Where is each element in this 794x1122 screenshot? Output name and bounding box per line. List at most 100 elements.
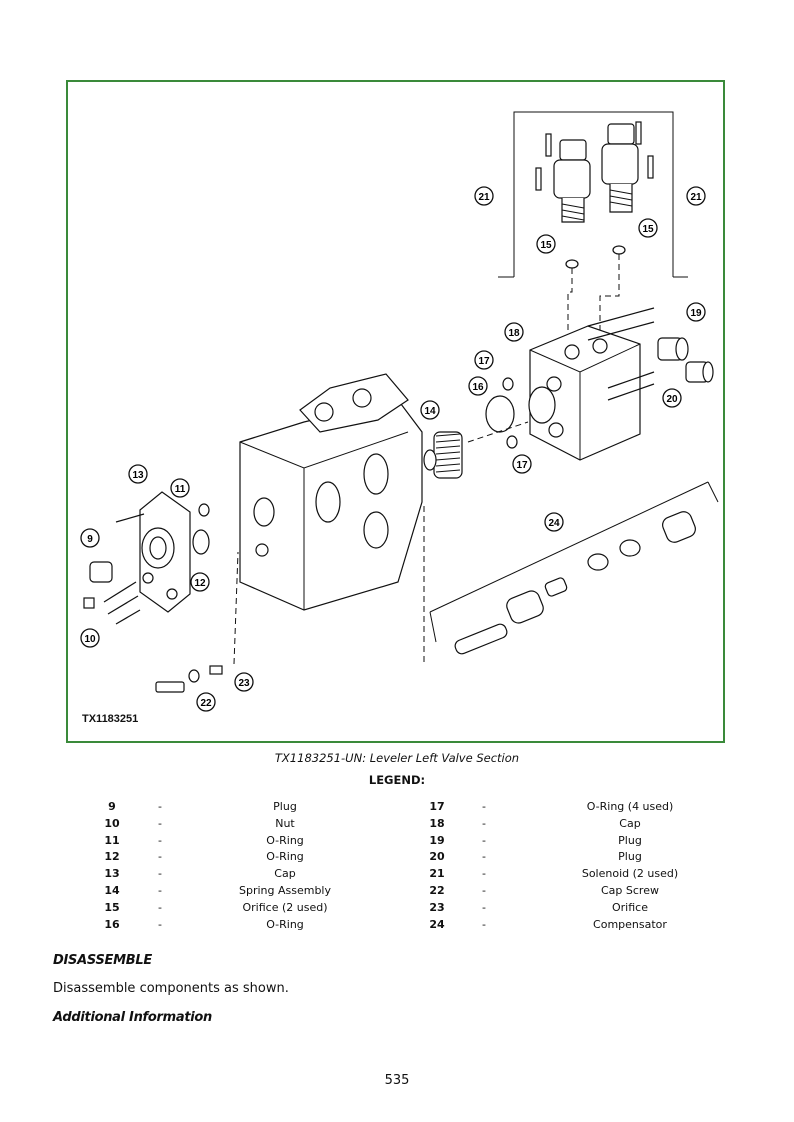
o-ring-16 bbox=[485, 395, 515, 433]
legend-row: 20-Plug bbox=[395, 850, 725, 867]
section-text: Disassemble components as shown. bbox=[53, 981, 289, 996]
legend-number: 24 bbox=[429, 917, 445, 931]
legend-row: 12 - O-Ring bbox=[70, 850, 400, 867]
legend-description: O-Ring bbox=[266, 850, 304, 864]
legend-dash: - bbox=[482, 900, 486, 914]
callout-9: 9 bbox=[80, 528, 100, 548]
legend-row: 24-Compensator bbox=[395, 918, 725, 935]
legend-row: 23-Orifice bbox=[395, 901, 725, 918]
svg-text:10: 10 bbox=[84, 634, 96, 645]
legend-description: O-Ring bbox=[266, 833, 304, 847]
svg-text:16: 16 bbox=[472, 382, 484, 393]
compensator bbox=[429, 481, 719, 655]
legend-number: 17 bbox=[429, 800, 445, 813]
svg-text:19: 19 bbox=[690, 308, 702, 319]
legend-dash: - bbox=[158, 800, 162, 813]
legend-description: O-Ring bbox=[266, 917, 304, 931]
figure-caption: TX1183251-UN: Leveler Left Valve Section bbox=[274, 751, 520, 765]
legend-description: Cap Screw bbox=[601, 883, 659, 897]
callout-19: 19 bbox=[686, 302, 706, 322]
callout-16: 16 bbox=[468, 376, 488, 396]
legend-row: 19-Plug bbox=[395, 834, 725, 851]
legend-dash: - bbox=[158, 883, 162, 897]
legend-description: Orifice (2 used) bbox=[242, 900, 328, 914]
orifice-23 bbox=[209, 665, 223, 675]
legend-dash: - bbox=[158, 816, 162, 830]
legend-number: 18 bbox=[429, 816, 445, 830]
legend-description: Orifice bbox=[612, 900, 648, 914]
legend-number: 10 bbox=[104, 816, 120, 830]
svg-text:22: 22 bbox=[200, 698, 212, 709]
legend-number: 22 bbox=[429, 883, 445, 897]
callout-21-right: 21 bbox=[686, 186, 706, 206]
o-ring-11 bbox=[198, 503, 210, 517]
legend-row: 9-Plug bbox=[70, 800, 400, 817]
callout-21-left: 21 bbox=[474, 186, 494, 206]
svg-text:14: 14 bbox=[424, 406, 436, 417]
legend-row: 10 - Nut bbox=[70, 817, 400, 834]
svg-text:9: 9 bbox=[87, 534, 93, 545]
legend-number: 16 bbox=[104, 917, 120, 931]
legend-description: O-Ring (4 used) bbox=[586, 800, 674, 813]
legend-column-right: 17-O-Ring (4 used) 18-Cap 19-Plug 20-Plu… bbox=[395, 800, 725, 934]
callout-22: 22 bbox=[196, 692, 216, 712]
legend-description: Nut bbox=[275, 816, 295, 830]
callout-13: 13 bbox=[128, 464, 148, 484]
callout-17-bottom: 17 bbox=[512, 454, 532, 474]
legend-number: 11 bbox=[104, 833, 120, 847]
callout-24: 24 bbox=[544, 512, 564, 532]
legend-dash: - bbox=[158, 850, 162, 864]
legend-row: 16-O-Ring bbox=[70, 918, 400, 935]
end-cap-assembly bbox=[528, 307, 655, 461]
plug-20 bbox=[685, 361, 714, 383]
legend-dash: - bbox=[158, 867, 162, 881]
legend-row: 17 - O-Ring (4 used) bbox=[395, 800, 725, 817]
legend-description: Plug bbox=[618, 833, 642, 847]
plug-9 bbox=[89, 561, 113, 583]
callout-20: 20 bbox=[662, 388, 682, 408]
callout-10: 10 bbox=[80, 628, 100, 648]
callout-11: 11 bbox=[170, 478, 190, 498]
svg-text:12: 12 bbox=[194, 578, 206, 589]
legend-number: 12 bbox=[104, 850, 120, 864]
legend-dash: - bbox=[482, 917, 486, 931]
legend-row: 21-Solenoid (2 used) bbox=[395, 867, 725, 884]
legend-number: 19 bbox=[429, 833, 445, 847]
section-heading: DISASSEMBLE bbox=[53, 953, 152, 968]
callout-15-right: 15 bbox=[638, 218, 658, 238]
callout-14: 14 bbox=[420, 400, 440, 420]
legend-dash: - bbox=[158, 900, 162, 914]
legend-number: 21 bbox=[429, 867, 445, 881]
svg-text:24: 24 bbox=[548, 518, 560, 529]
legend-dash: - bbox=[158, 833, 162, 847]
legend-column-left: 9-Plug 10-Nut 11-O-Ring 12-O-Ring 13-Cap… bbox=[70, 800, 400, 934]
legend-row: 15 - Orifice (2 used) bbox=[70, 901, 400, 918]
additional-info-heading: Additional Information bbox=[53, 1010, 213, 1025]
callout-12: 12 bbox=[190, 572, 210, 592]
svg-text:18: 18 bbox=[508, 328, 520, 339]
figure-id: TX1183251 bbox=[82, 713, 139, 725]
svg-text:15: 15 bbox=[642, 224, 654, 235]
legend-number: 20 bbox=[429, 850, 445, 864]
legend-row: 18-Cap bbox=[395, 817, 725, 834]
legend-row: 22-Cap Screw bbox=[395, 884, 725, 901]
legend-dash: - bbox=[482, 816, 486, 830]
legend-number: 14 bbox=[104, 883, 120, 897]
legend-number: 15 bbox=[104, 900, 120, 914]
exploded-view-illustration: 9 10 11 12 13 14 15 15 16 17 17 18 19 20… bbox=[80, 111, 719, 712]
legend-description: Cap bbox=[274, 867, 296, 881]
legend-description: Spring Assembly bbox=[238, 883, 331, 897]
legend-row: 11 - O-Ring bbox=[70, 834, 400, 851]
svg-text:21: 21 bbox=[478, 192, 490, 203]
legend-description: Plug bbox=[618, 850, 642, 864]
svg-text:20: 20 bbox=[666, 394, 678, 405]
legend-dash: - bbox=[482, 800, 486, 813]
o-ring-12 bbox=[192, 529, 210, 555]
svg-text:17: 17 bbox=[516, 460, 528, 471]
legend-title: LEGEND: bbox=[368, 773, 426, 787]
cap-screw-22 bbox=[155, 681, 185, 693]
solenoid-left bbox=[535, 133, 591, 223]
legend-row: 14 - Spring Assembly bbox=[70, 884, 400, 901]
callout-23: 23 bbox=[234, 672, 254, 692]
legend-description: Solenoid (2 used) bbox=[581, 867, 679, 881]
